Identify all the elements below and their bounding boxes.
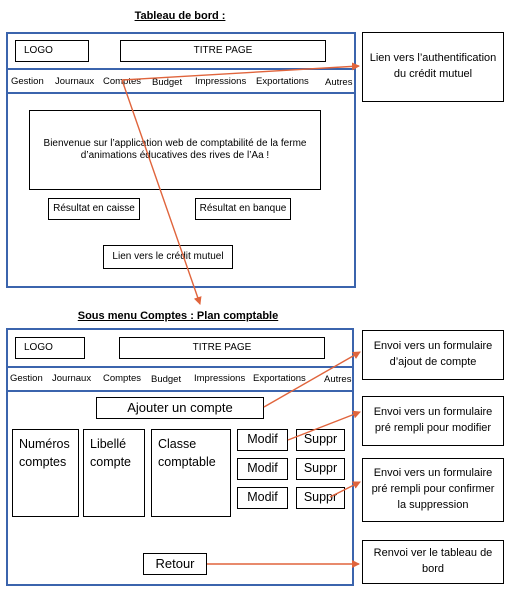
accounts-menu-autres[interactable]: Autres — [324, 374, 352, 385]
dashboard-menu-budget[interactable]: Budget — [152, 77, 183, 88]
dashboard-logo: LOGO — [15, 40, 89, 62]
delete-button-row-2[interactable]: Suppr — [296, 458, 345, 480]
dashboard-menu-gestion[interactable]: Gestion — [11, 76, 44, 87]
note-add-form: Envoi vers un formulaire d’ajout de comp… — [362, 330, 504, 380]
add-account-button[interactable]: Ajouter un compte — [96, 397, 264, 419]
welcome-message: Bienvenue sur l’application web de compt… — [29, 110, 321, 190]
dashboard-menu-divider — [6, 92, 356, 94]
note-auth-link: Lien vers l’authentification du crédit m… — [362, 32, 504, 102]
accounts-menu-journaux[interactable]: Journaux — [52, 373, 92, 384]
column-account-label: Libellé compte — [83, 429, 145, 517]
delete-button-row-3[interactable]: Suppr — [296, 487, 345, 509]
delete-button-row-1[interactable]: Suppr — [296, 429, 345, 451]
credit-mutuel-link[interactable]: Lien vers le crédit mutuel — [103, 245, 233, 269]
cash-result-button[interactable]: Résultat en caisse — [48, 198, 140, 220]
accounts-menu-budget[interactable]: Budget — [151, 374, 182, 385]
accounts-menu-divider — [6, 390, 354, 392]
back-button[interactable]: Retour — [143, 553, 207, 575]
accounts-menu-comptes[interactable]: Comptes — [103, 373, 142, 384]
accounts-logo: LOGO — [15, 337, 85, 359]
dashboard-menu-impressions[interactable]: Impressions — [195, 76, 247, 87]
bank-result-button[interactable]: Résultat en banque — [195, 198, 291, 220]
dashboard-page-title: TITRE PAGE — [120, 40, 326, 62]
dashboard-menu-comptes[interactable]: Comptes — [103, 76, 142, 87]
accounts-menu-impressions[interactable]: Impressions — [194, 373, 246, 384]
accounts-menu-exportations[interactable]: Exportations — [253, 373, 306, 384]
accounts-page-title: TITRE PAGE — [119, 337, 325, 359]
accounts-header-divider — [6, 366, 354, 368]
dashboard-header-divider — [6, 68, 356, 70]
dashboard-menu-exportations[interactable]: Exportations — [256, 76, 309, 87]
dashboard-menu-journaux[interactable]: Journaux — [55, 76, 95, 87]
modify-button-row-3[interactable]: Modif — [237, 487, 288, 509]
accounts-heading: Sous menu Comptes : Plan comptable — [77, 310, 279, 322]
note-delete-form: Envoi vers un formulaire pré rempli pour… — [362, 458, 504, 522]
accounts-menu-gestion[interactable]: Gestion — [10, 373, 43, 384]
column-account-class: Classe comptable — [151, 429, 231, 517]
column-account-numbers: Numéros comptes — [12, 429, 79, 517]
note-back-dashboard: Renvoi ver le tableau de bord — [362, 540, 504, 584]
dashboard-menu-autres[interactable]: Autres — [325, 77, 353, 88]
note-edit-form: Envoi vers un formulaire pré rempli pour… — [362, 396, 504, 446]
modify-button-row-1[interactable]: Modif — [237, 429, 288, 451]
modify-button-row-2[interactable]: Modif — [237, 458, 288, 480]
dashboard-heading: Tableau de bord : — [134, 10, 226, 22]
accounts-frame — [6, 328, 354, 586]
